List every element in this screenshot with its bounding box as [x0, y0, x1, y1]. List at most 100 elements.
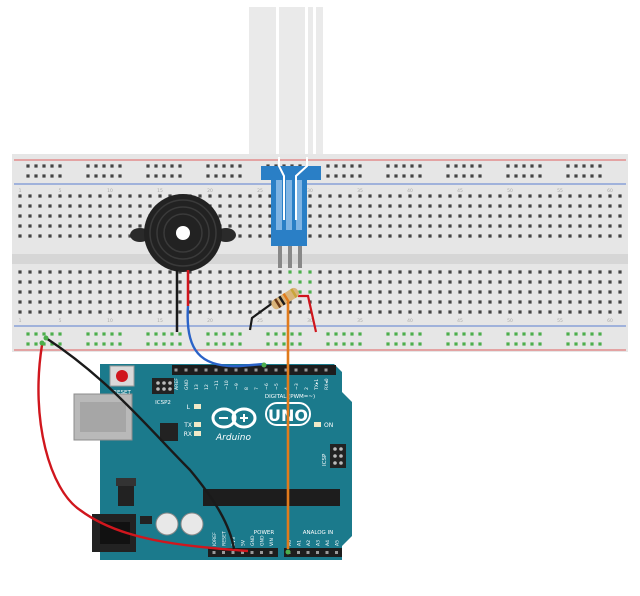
breadboard-hole: [538, 234, 542, 238]
breadboard-hole: [318, 280, 322, 284]
breadboard-hole: [378, 204, 382, 208]
rail-hole: [598, 164, 602, 168]
breadboard-hole: [148, 204, 152, 208]
breadboard-hole: [398, 280, 402, 284]
icsp2-label: ICSP2: [155, 400, 171, 406]
rail-hole: [446, 342, 450, 346]
column-number-top: 25: [257, 188, 263, 194]
rail-hole: [34, 174, 38, 178]
breadboard-hole: [318, 194, 322, 198]
breadboard-hole: [198, 290, 202, 294]
digital-pin-socket: [324, 368, 328, 372]
digital-pin-socket: [224, 368, 228, 372]
breadboard-hole: [98, 204, 102, 208]
breadboard-hole: [68, 224, 72, 228]
breadboard-hole: [88, 224, 92, 228]
breadboard-hole: [358, 310, 362, 314]
breadboard-hole: [38, 234, 42, 238]
rail-hole: [58, 332, 62, 336]
breadboard-hole: [168, 290, 172, 294]
breadboard-hole: [578, 280, 582, 284]
rail-hole: [170, 332, 174, 336]
breadboard-hole: [498, 204, 502, 208]
breadboard-hole: [368, 310, 372, 314]
breadboard-hole: [258, 300, 262, 304]
breadboard-hole: [148, 270, 152, 274]
breadboard-hole: [328, 290, 332, 294]
breadboard-hole: [78, 214, 82, 218]
rail-hole: [222, 342, 226, 346]
power-pin-label: RESET: [222, 531, 228, 546]
breadboard-hole: [478, 194, 482, 198]
breadboard-hole: [78, 234, 82, 238]
breadboard-hole: [458, 270, 462, 274]
flex-sensor: [249, 7, 323, 157]
breadboard-hole: [248, 310, 252, 314]
breadboard-hole: [568, 224, 572, 228]
digital-pin-label: 13: [194, 384, 200, 390]
column-number-top: 35: [357, 188, 363, 194]
breadboard-hole: [168, 310, 172, 314]
power-pin-socket: [222, 551, 225, 554]
breadboard-hole: [558, 290, 562, 294]
rail-hole: [334, 174, 338, 178]
column-number-top: 50: [507, 188, 513, 194]
breadboard-hole: [618, 300, 622, 304]
breadboard-hole: [198, 194, 202, 198]
breadboard-hole: [558, 300, 562, 304]
breadboard-hole: [528, 310, 532, 314]
breadboard-hole: [158, 310, 162, 314]
breadboard-hole: [308, 194, 312, 198]
breadboard-hole: [448, 300, 452, 304]
rail-hole: [58, 174, 62, 178]
rail-hole: [582, 332, 586, 336]
column-number-top: 20: [207, 188, 213, 194]
breadboard-hole: [98, 214, 102, 218]
breadboard-hole: [528, 280, 532, 284]
breadboard-hole: [328, 214, 332, 218]
breadboard-hole: [598, 234, 602, 238]
breadboard-hole: [588, 280, 592, 284]
breadboard-hole: [588, 290, 592, 294]
breadboard-hole: [468, 290, 472, 294]
breadboard-hole: [578, 224, 582, 228]
breadboard-hole: [418, 280, 422, 284]
breadboard-hole: [248, 234, 252, 238]
rail-hole: [358, 332, 362, 336]
breadboard-hole: [218, 214, 222, 218]
breadboard-hole: [358, 270, 362, 274]
power-pin-socket: [241, 551, 244, 554]
breadboard-hole: [128, 214, 132, 218]
breadboard-hole: [588, 310, 592, 314]
breadboard-hole: [318, 310, 322, 314]
rail-hole: [342, 174, 346, 178]
breadboard-hole: [98, 194, 102, 198]
rail-hole: [574, 332, 578, 336]
led-l-label: L: [187, 404, 191, 411]
rail-hole: [50, 342, 54, 346]
breadboard-hole: [188, 270, 192, 274]
sensor-lead-1: [278, 246, 282, 268]
breadboard-hole: [68, 290, 72, 294]
breadboard-hole: [498, 270, 502, 274]
breadboard-hole: [408, 214, 412, 218]
breadboard-hole: [48, 270, 52, 274]
flex-sensor-slot-mid: [305, 7, 308, 157]
breadboard-hole: [128, 310, 132, 314]
breadboard-holes: [18, 164, 622, 346]
breadboard-hole: [178, 300, 182, 304]
rail-hole: [358, 174, 362, 178]
breadboard-hole: [438, 270, 442, 274]
breadboard-hole: [358, 194, 362, 198]
breadboard-hole: [488, 300, 492, 304]
breadboard-hole: [128, 234, 132, 238]
breadboard-hole: [508, 290, 512, 294]
breadboard-hole: [348, 224, 352, 228]
breadboard-hole: [238, 224, 242, 228]
rail-hole: [418, 332, 422, 336]
rail-hole: [506, 342, 510, 346]
column-number-top: 1: [19, 188, 22, 194]
breadboard-hole: [528, 290, 532, 294]
breadboard-hole: [428, 204, 432, 208]
